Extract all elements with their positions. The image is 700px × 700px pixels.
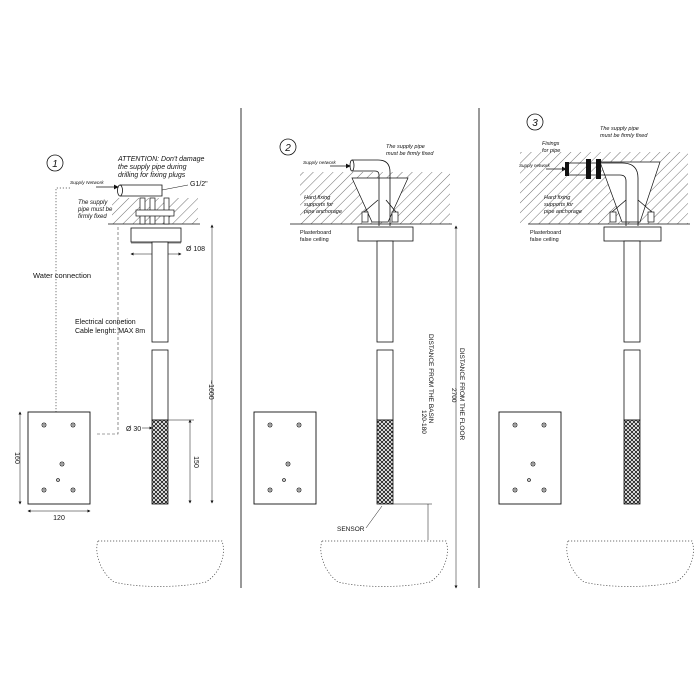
plasterboard-2: false ceiling bbox=[530, 237, 559, 243]
step-3-panel: 3 The supply pipe must be firmly fixed F… bbox=[498, 113, 694, 587]
sensor-tube bbox=[623, 419, 641, 505]
vertical-pipe-lower bbox=[623, 349, 641, 421]
support-right bbox=[637, 199, 653, 213]
pipe-fixing bbox=[565, 162, 569, 176]
basin-outline bbox=[566, 540, 694, 587]
pipe-end bbox=[117, 184, 123, 197]
plasterboard-2: false ceiling bbox=[300, 237, 329, 243]
vertical-pipe bbox=[151, 241, 169, 343]
electrical-label-1: Electrical connetion bbox=[75, 319, 136, 326]
step-2-number: 2 bbox=[284, 143, 291, 154]
step-3-number: 3 bbox=[532, 118, 538, 129]
step-2-panel: 2 The supply pipe must be firmly fixed S… bbox=[253, 138, 465, 589]
length-1600-label: ~1600 bbox=[207, 380, 214, 400]
elbow-pipe-outer bbox=[352, 159, 391, 226]
pipe-fixing bbox=[596, 159, 601, 179]
basin-distance-value: 120-180 bbox=[420, 410, 427, 434]
box-screws bbox=[267, 422, 302, 493]
elbow-pipe-inner bbox=[352, 170, 380, 226]
hard-fixing-3: pipe anchorage bbox=[303, 209, 342, 215]
vertical-pipe-lower bbox=[151, 349, 169, 421]
hard-fixing-3: pipe anchorage bbox=[543, 209, 582, 215]
supply-network-label: Supply network bbox=[303, 160, 336, 166]
sensor-leader bbox=[365, 505, 383, 529]
hard-fixing-1: Hard fixing bbox=[304, 195, 331, 201]
support-left bbox=[611, 199, 627, 213]
dim-150-label: 150 bbox=[192, 456, 199, 468]
supply-pipe bbox=[120, 184, 163, 197]
hard-fixing-2: supports for bbox=[304, 202, 334, 208]
support-right bbox=[385, 199, 397, 213]
supply-network-label: Supply Network bbox=[70, 180, 104, 186]
firmly-fixed-1: The supply pipe bbox=[386, 144, 425, 150]
diameter-30-label: Ø 30 bbox=[126, 426, 141, 433]
hard-fixing-1: Hard fixing bbox=[544, 195, 571, 201]
anchor-right bbox=[391, 211, 399, 223]
sensor-tube bbox=[151, 419, 169, 505]
dim-160-label: 160 bbox=[13, 452, 20, 464]
elbow-pipe-inner bbox=[568, 174, 627, 226]
firmly-fixed-2: must be firmly fixed bbox=[600, 133, 648, 139]
thread-label: G1/2" bbox=[190, 181, 208, 188]
step-1-panel: 1 ATTENTION: Don't damage the supply pip… bbox=[13, 154, 224, 587]
firmly-fixed-2: pipe must be bbox=[77, 207, 113, 213]
hard-fixing-2: supports for bbox=[544, 202, 574, 208]
ceiling-flange bbox=[603, 226, 662, 242]
basin-distance-label: DISTANCE FROM THE BASIN bbox=[427, 334, 434, 424]
thread-leader bbox=[161, 184, 189, 191]
floor-distance-label: DISTANCE FROM THE FLOOR bbox=[458, 348, 465, 441]
ceiling-flange bbox=[130, 227, 182, 243]
step-3-circle bbox=[526, 113, 544, 131]
water-connection-dotline bbox=[55, 187, 70, 412]
firmly-fixed-1: The supply bbox=[78, 200, 108, 206]
attention-text-2: the supply pipe during bbox=[118, 164, 187, 171]
elbow-pipe-outer bbox=[568, 162, 639, 226]
basin-outline bbox=[96, 540, 224, 587]
control-box bbox=[498, 411, 562, 505]
fixing-bracket bbox=[135, 209, 175, 217]
control-box bbox=[27, 411, 91, 505]
step-1-circle bbox=[46, 154, 64, 172]
plasterboard-1: Plasterboard bbox=[300, 230, 331, 236]
plasterboard-1: Plasterboard bbox=[530, 230, 561, 236]
ceiling-cavity bbox=[599, 161, 661, 223]
water-connection-label: Water connection bbox=[33, 271, 91, 280]
electrical-label-2: Cable lenght: MAX 8m bbox=[75, 328, 145, 335]
fixings-1: Fixings bbox=[542, 141, 560, 147]
ceiling-cavity bbox=[351, 177, 409, 223]
electrical-dashline bbox=[97, 225, 119, 435]
attention-text-3: drilling for fixing plugs bbox=[118, 172, 186, 179]
vertical-pipe bbox=[623, 240, 641, 343]
anchor-left bbox=[609, 211, 617, 223]
box-screws bbox=[41, 422, 76, 493]
step-1-number: 1 bbox=[52, 159, 58, 170]
pipe-fixing bbox=[586, 159, 591, 179]
vertical-pipe bbox=[376, 240, 394, 343]
vertical-pipe-lower bbox=[376, 349, 394, 421]
pipe-end bbox=[349, 159, 355, 172]
sensor-tube bbox=[376, 419, 394, 505]
support-left bbox=[363, 199, 379, 213]
floor-distance-value: 2700 bbox=[450, 388, 457, 403]
firmly-fixed-1: The supply pipe bbox=[600, 126, 639, 132]
sensor-label: SENSOR bbox=[337, 526, 365, 533]
diameter-108-label: Ø 108 bbox=[186, 246, 205, 253]
firmly-fixed-3: firmly fixed bbox=[78, 214, 107, 220]
basin-outline bbox=[320, 540, 448, 587]
dim-120-label: 120 bbox=[53, 515, 65, 522]
box-screws bbox=[512, 422, 547, 493]
control-box bbox=[253, 411, 317, 505]
attention-text-1: ATTENTION: Don't damage bbox=[117, 156, 205, 163]
anchor-left bbox=[361, 211, 369, 223]
step-2-circle bbox=[279, 138, 297, 156]
firmly-fixed-2: must be firmly fixed bbox=[386, 151, 434, 157]
fixings-2: for pipe bbox=[542, 148, 560, 154]
ceiling-flange bbox=[357, 226, 414, 242]
anchor-right bbox=[647, 211, 655, 223]
